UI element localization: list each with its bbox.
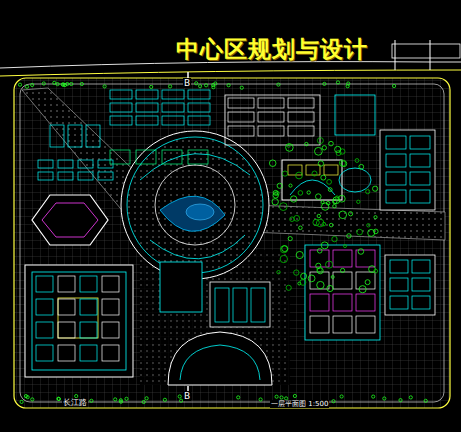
plan-title-text: 中心区规划与设计 xyxy=(176,36,368,62)
road-name-text: 长江路 xyxy=(62,398,88,407)
scale-note: 一层平面图 1:500 xyxy=(270,392,329,410)
section-mark-text: B xyxy=(183,78,191,88)
scale-note-text: 一层平面图 1:500 xyxy=(270,400,329,408)
building-details xyxy=(18,81,430,404)
section-mark: B xyxy=(183,385,191,403)
section-mark-text: B xyxy=(183,391,191,401)
plan-title: 中心区规划与设计 xyxy=(176,34,368,65)
road-name: 长江路 xyxy=(62,391,88,409)
section-mark: B xyxy=(183,72,191,90)
